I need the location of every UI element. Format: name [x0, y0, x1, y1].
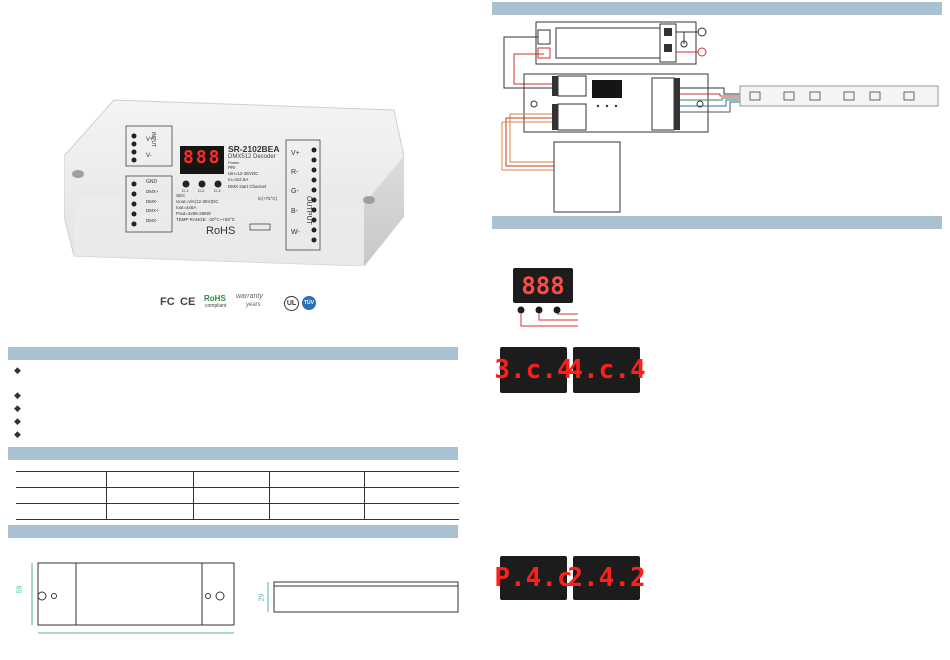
- address-header-bar: [492, 216, 942, 229]
- fcc-logo: FC: [160, 296, 175, 308]
- product-subtitle: DMX512 Decoder: [228, 154, 276, 160]
- product-display-digits: 888: [183, 147, 222, 168]
- wiring-header-bar: [492, 2, 942, 15]
- feature-bullet: ◆: [14, 403, 21, 413]
- specs-header-bar: [8, 447, 458, 460]
- product-dmx-1: DMX+: [146, 189, 159, 194]
- warranty-line-2: years: [246, 302, 261, 308]
- mode-display-4: 2.4.2: [567, 556, 646, 600]
- product-sec-2: Uout=Vin(12-36V)DC: [176, 199, 219, 204]
- product-out-v-plus: V+: [291, 150, 300, 157]
- product-pri-2: Uin=12-36VDC: [228, 171, 259, 176]
- product-btn-label-1: D-1: [182, 188, 189, 193]
- mode-display-1: 3.c.4: [494, 347, 573, 393]
- dimensions-header-bar: [8, 525, 458, 538]
- wiring-diagram: [501, 21, 939, 213]
- feature-bullet: ◆: [14, 429, 21, 439]
- product-btn-label-2: D-2: [198, 188, 205, 193]
- rohs-sub: compliant: [205, 303, 227, 309]
- address-display: 888: [513, 268, 573, 303]
- mode-display-2-digits: 4.c.4: [567, 355, 646, 385]
- product-output-label: OUTPUT: [305, 196, 312, 225]
- rohs-logo: RoHS: [204, 294, 226, 303]
- product-out-r: R-: [291, 169, 299, 176]
- product-channel-note: DMX start Channel: [228, 184, 267, 189]
- mode-display-3-digits: P.4.c: [494, 563, 573, 593]
- table-row: [16, 471, 459, 488]
- address-display-digits: 888: [521, 271, 565, 300]
- product-out-g: G-: [291, 188, 299, 195]
- warranty-line-1: warranty: [236, 293, 263, 300]
- mode-display-4-digits: 2.4.2: [567, 563, 646, 593]
- product-model: SR-2102BEA: [228, 144, 280, 154]
- product-sec-5: TEMP RANGE: -20°C~+50°C: [176, 217, 236, 222]
- spec-table: [16, 471, 459, 520]
- mode-display-1-digits: 3.c.4: [494, 355, 573, 385]
- table-row: [16, 503, 459, 520]
- product-photo: [64, 99, 404, 266]
- dimension-depth: 29: [258, 593, 266, 602]
- feature-bullet: ◆: [14, 390, 21, 400]
- product-dmx-3: DMX+: [146, 208, 159, 213]
- product-input-v-plus: V+: [146, 137, 154, 143]
- ul-logo: UL: [284, 296, 299, 311]
- product-input-v-minus: V-: [146, 153, 152, 159]
- product-temp-note: tc(+75°C): [258, 196, 278, 201]
- tuv-logo: TÜV: [302, 296, 316, 310]
- product-power-label: Power: [228, 160, 240, 165]
- product-sec-3: Iout=4x6A: [176, 205, 197, 210]
- product-sec-4: Pout=4x96-288W: [176, 211, 211, 216]
- product-out-b: B-: [291, 208, 298, 215]
- product-dmx-2: DMX-: [146, 199, 158, 204]
- feature-bullet: ◆: [14, 416, 21, 426]
- ce-logo: CE: [180, 296, 196, 308]
- product-out-w: W-: [291, 229, 300, 236]
- product-rohs-mark: RoHS: [206, 225, 236, 237]
- product-sec-1: SEC: [176, 193, 186, 198]
- product-pri-1: PRI: [228, 165, 236, 170]
- feature-bullet: ◆: [14, 365, 21, 375]
- product-dmx-gnd: GND: [146, 179, 158, 185]
- address-buttons: [517, 306, 578, 327]
- dimension-drawing: [31, 562, 459, 634]
- mode-display-2: 4.c.4: [567, 347, 646, 393]
- features-header-bar: [8, 347, 458, 360]
- dimension-height: 59: [16, 585, 24, 594]
- product-pri-3: Io=4x2.5A: [228, 177, 249, 182]
- table-row: [16, 487, 459, 504]
- product-dmx-4: DMX-: [146, 218, 158, 223]
- product-btn-label-3: D-3: [214, 188, 221, 193]
- mode-display-3: P.4.c: [494, 556, 573, 600]
